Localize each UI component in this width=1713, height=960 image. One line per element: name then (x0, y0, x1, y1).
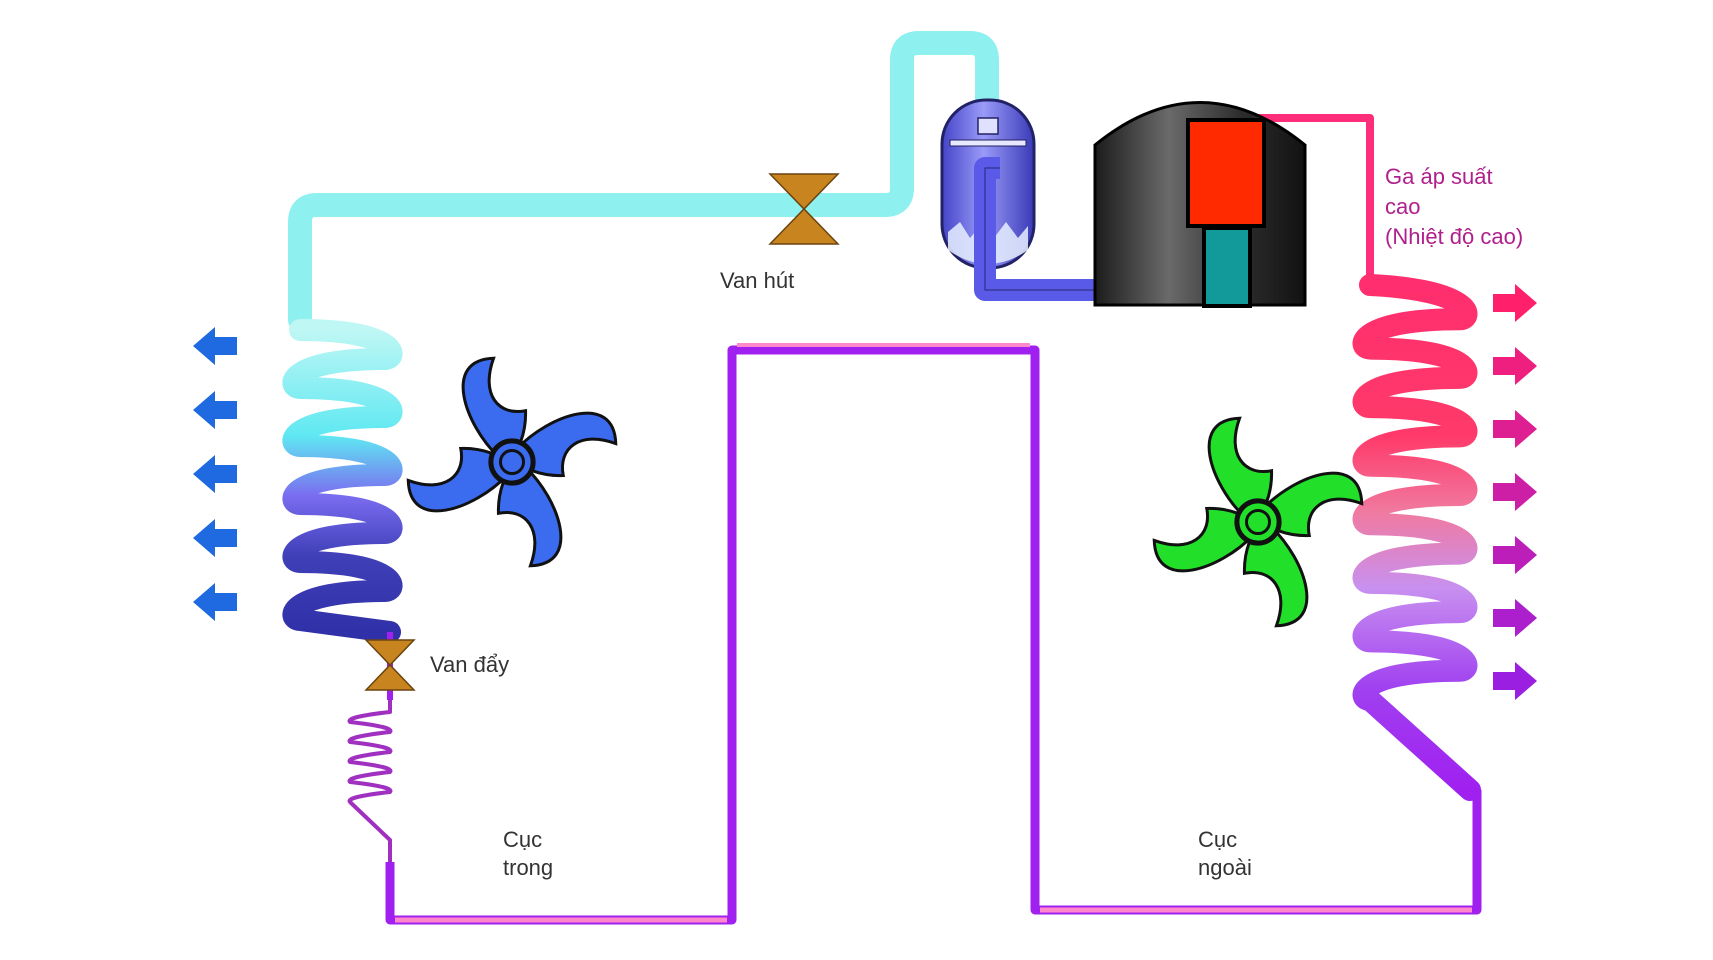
fan-hub-center (1244, 508, 1272, 536)
arrow-icon (193, 327, 237, 365)
indoor-evaporator-coil (282, 319, 403, 643)
arrow-icon (193, 455, 237, 493)
fan-blade (1242, 524, 1309, 628)
outdoor-unit-label-line2: ngoài (1198, 855, 1252, 880)
indoor-unit-label-line1: Cục (503, 827, 543, 852)
arrow-icon (1493, 473, 1537, 511)
suction-gas-line (288, 31, 999, 332)
arrow-icon (1493, 410, 1537, 448)
arrow-icon (1493, 662, 1537, 700)
arrow-icon (1493, 284, 1537, 322)
outdoor-airflow-arrows (1493, 284, 1537, 700)
arrow-icon (1493, 536, 1537, 574)
outdoor-unit-label-line1: Cục (1198, 827, 1238, 852)
indoor-unit-label-line2: trong (503, 855, 554, 880)
high-pressure-label-line2: cao (1385, 194, 1421, 219)
arrow-icon (193, 519, 237, 557)
fan-blade (1260, 471, 1364, 538)
outdoor-condenser-coil (1352, 274, 1481, 801)
hot-gas-line (1250, 114, 1374, 285)
liquid-line (385, 343, 1482, 925)
arrow-icon (193, 583, 237, 621)
discharge-valve-label: Van đẩy (430, 652, 510, 677)
indoor-fan-icon (406, 356, 618, 568)
outdoor-fan-icon (1152, 416, 1364, 628)
suction-valve-icon (768, 173, 840, 245)
arrow-icon (193, 391, 237, 429)
arrow-icon (1493, 599, 1537, 637)
discharge-valve-icon (364, 639, 416, 691)
fan-blade (514, 411, 618, 478)
fan-hub-center (498, 448, 526, 476)
accumulator-icon (940, 98, 1100, 301)
high-pressure-label-line1: Ga áp suất (1385, 164, 1493, 189)
fan-blade (1207, 416, 1274, 520)
arrow-icon (1493, 347, 1537, 385)
high-pressure-label-line3: (Nhiệt độ cao) (1385, 224, 1524, 249)
fan-blade (496, 464, 563, 568)
indoor-airflow-arrows (193, 327, 237, 621)
suction-valve-label: Van hút (720, 268, 795, 293)
fan-blade (406, 446, 510, 513)
capillary-tube (347, 700, 393, 862)
fan-blade (1152, 506, 1256, 573)
fan-blade (461, 356, 528, 460)
compressor-icon (1093, 101, 1307, 308)
